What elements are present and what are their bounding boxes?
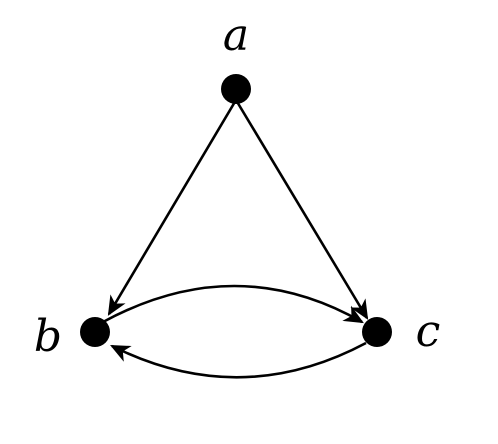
edge-a-to-b bbox=[107, 99, 238, 316]
node-c-label: c bbox=[416, 306, 441, 357]
node-c bbox=[362, 317, 392, 347]
node-a bbox=[221, 74, 251, 104]
edge-a-to-c bbox=[234, 99, 369, 320]
node-a-label: a bbox=[223, 10, 249, 61]
edge-c-to-b bbox=[110, 341, 367, 379]
node-b-label: b bbox=[34, 311, 62, 362]
node-b bbox=[80, 317, 110, 347]
edge-b-to-c bbox=[102, 284, 364, 324]
